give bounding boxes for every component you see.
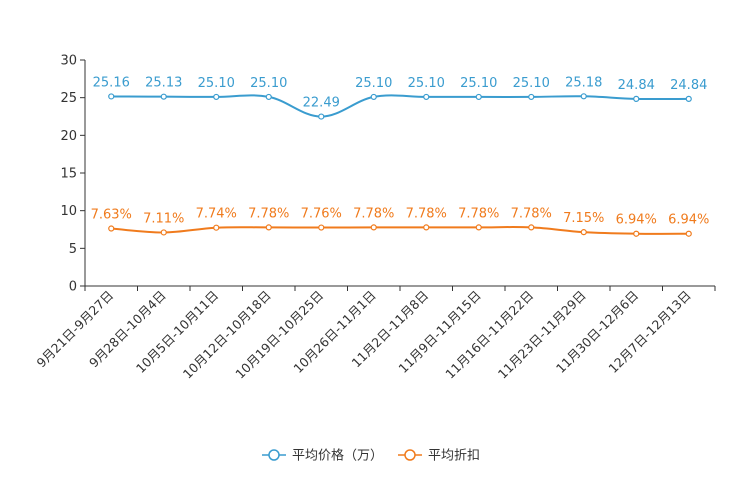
- y-tick-label: 30: [60, 54, 77, 69]
- data-point: [580, 93, 587, 100]
- data-point: [318, 113, 325, 120]
- series-1: 25.16 25.13 25.10 25.10 22.49 25.10 25.10 25.10…: [93, 75, 707, 120]
- x-tick-label: 10月12日-10月18日: [180, 288, 274, 382]
- data-label: 7.78%: [353, 206, 394, 221]
- legend[interactable]: 平均价格（万） 平均折扣: [262, 448, 480, 464]
- data-label: 25.10: [250, 76, 287, 91]
- data-point: [160, 229, 167, 236]
- data-label: 25.18: [565, 75, 602, 90]
- data-label: 6.94%: [616, 213, 657, 228]
- series-line: [111, 94, 689, 118]
- data-label: 25.10: [355, 76, 392, 91]
- legend-item-1[interactable]: 平均价格（万）: [262, 448, 383, 464]
- x-tick-label: 11月16日-11月22日: [442, 288, 536, 382]
- data-label: 25.10: [460, 76, 497, 91]
- data-label: 7.15%: [563, 211, 604, 226]
- data-label: 25.10: [408, 76, 445, 91]
- series-line: [111, 226, 689, 235]
- legend-marker-icon: [404, 449, 416, 461]
- series-2: 7.63% 7.11% 7.74% 7.78% 7.76% 7.78% 7.78% 7.78%…: [91, 206, 709, 237]
- data-label: 24.84: [670, 78, 707, 93]
- data-point: [370, 224, 377, 231]
- x-tick-label: 10月19日-10月25日: [232, 288, 326, 382]
- y-tick-label: 15: [60, 167, 77, 182]
- data-label: 7.78%: [458, 206, 499, 221]
- x-tick-label: 11月23日-11月29日: [495, 288, 589, 382]
- data-point: [475, 224, 482, 231]
- data-point: [213, 224, 220, 231]
- y-tick-label: 5: [69, 242, 77, 257]
- data-label: 7.78%: [248, 206, 289, 221]
- data-label: 7.76%: [301, 207, 342, 222]
- legend-item-2[interactable]: 平均折扣: [398, 449, 480, 464]
- data-point: [633, 95, 640, 102]
- data-label: 6.94%: [668, 213, 709, 228]
- data-point: [108, 225, 115, 232]
- data-point: [108, 93, 115, 100]
- data-point: [160, 93, 167, 100]
- data-point: [265, 93, 272, 101]
- y-tick-label: 20: [60, 129, 77, 144]
- data-label: 25.13: [145, 76, 182, 91]
- legend-label: 平均价格（万）: [292, 448, 383, 464]
- data-point: [423, 224, 430, 231]
- legend-label: 平均折扣: [428, 449, 480, 464]
- data-point: [580, 229, 587, 236]
- data-label: 24.84: [618, 78, 655, 93]
- data-point: [528, 224, 535, 231]
- data-label: 7.63%: [91, 208, 132, 223]
- series-layer: 25.16 25.13 25.10 25.10 22.49 25.10 25.10 25.10…: [91, 75, 709, 237]
- data-point: [633, 230, 640, 237]
- data-point: [685, 230, 692, 237]
- data-label: 7.11%: [143, 211, 184, 226]
- y-tick-label: 0: [69, 280, 77, 295]
- data-label: 7.74%: [196, 207, 237, 222]
- data-point: [318, 224, 325, 231]
- data-label: 7.78%: [406, 206, 447, 221]
- data-point: [370, 93, 377, 101]
- data-label: 7.78%: [511, 206, 552, 221]
- data-point: [213, 93, 220, 101]
- y-tick-label: 10: [60, 204, 77, 219]
- data-point: [423, 93, 430, 101]
- data-point: [475, 93, 482, 101]
- data-label: 22.49: [303, 96, 340, 111]
- data-label: 25.16: [93, 75, 130, 90]
- data-label: 25.10: [198, 76, 235, 91]
- data-label: 25.10: [513, 76, 550, 91]
- data-point: [685, 95, 692, 102]
- data-point: [528, 93, 535, 101]
- legend-marker-icon: [268, 449, 280, 461]
- data-point: [265, 224, 272, 231]
- y-tick-label: 25: [60, 91, 77, 106]
